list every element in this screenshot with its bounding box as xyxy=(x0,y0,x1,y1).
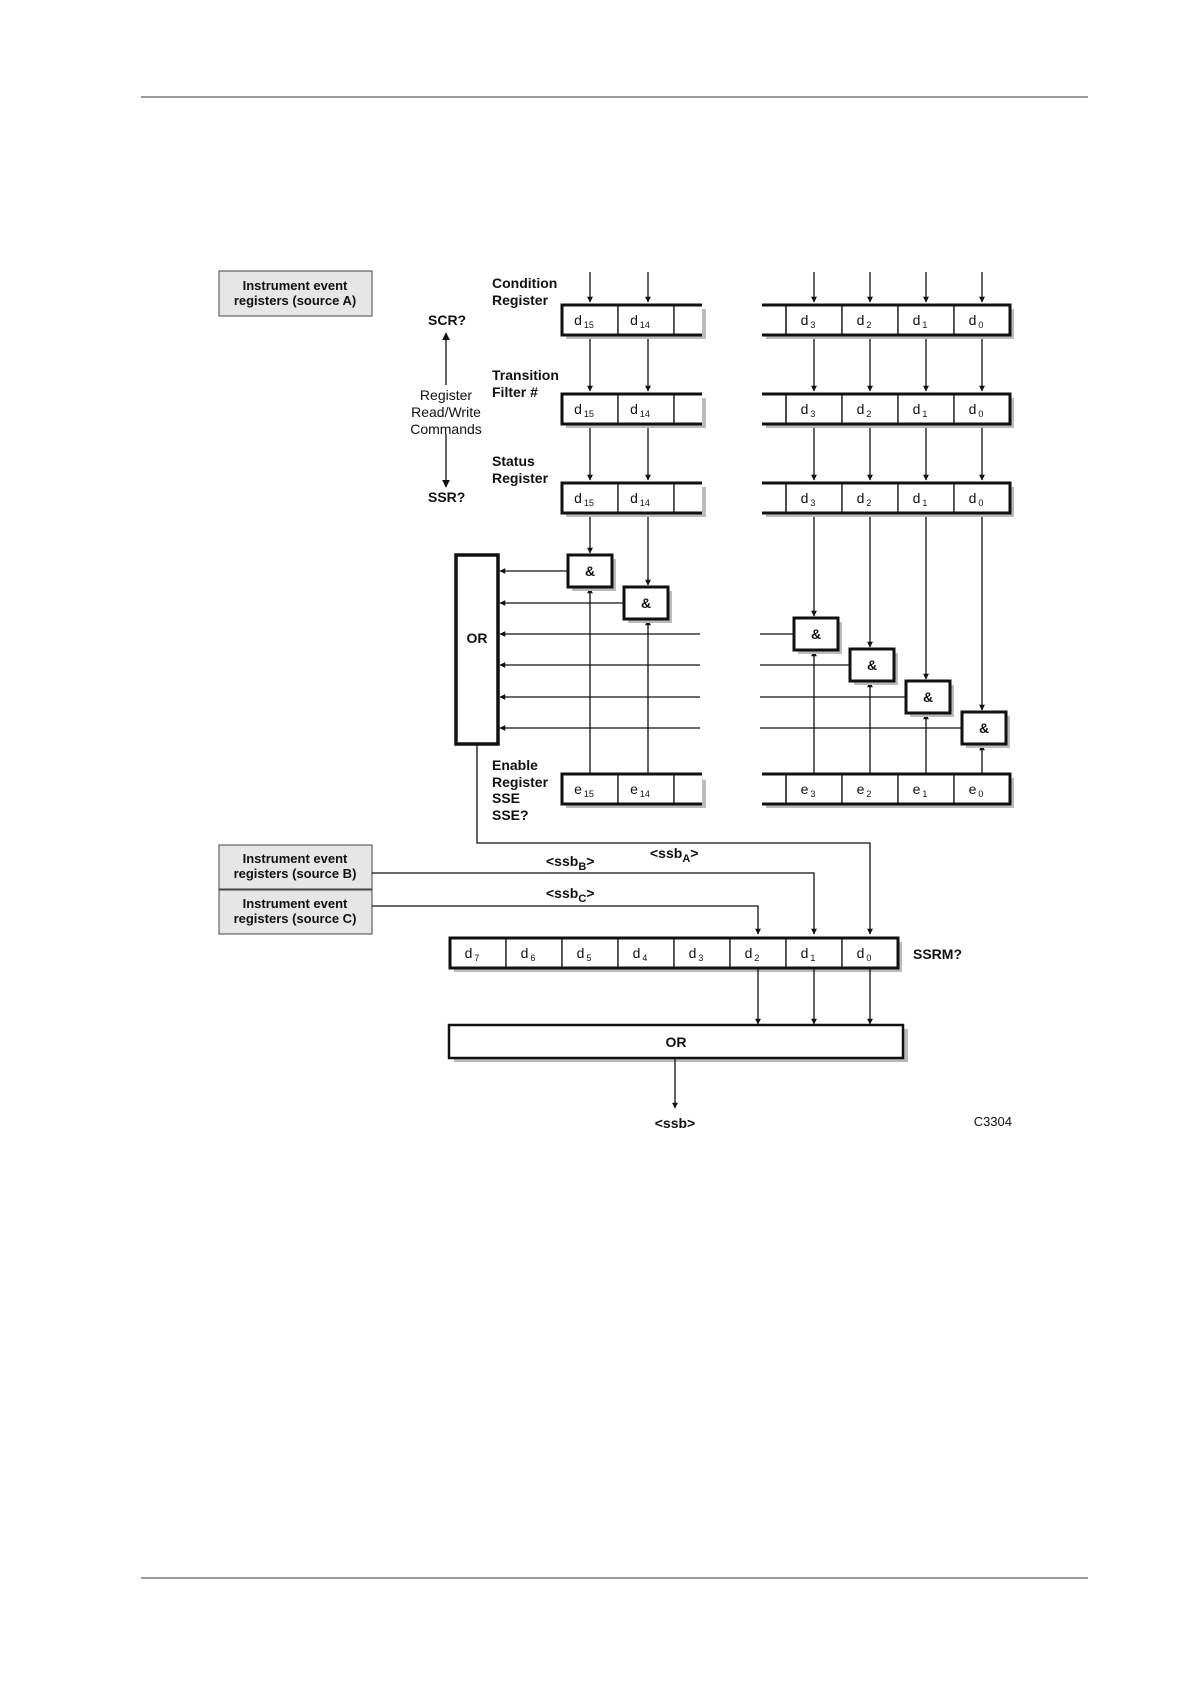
and-gate-0-label: & xyxy=(585,563,595,579)
bit-signal-lines xyxy=(587,272,985,481)
and-gate-2: & xyxy=(792,616,842,654)
source-b-line xyxy=(372,872,817,935)
and-gate-1: & xyxy=(622,585,672,623)
rw-label-3: Commands xyxy=(410,421,482,437)
or-gate-final: OR xyxy=(447,1023,908,1062)
source-b-box: Instrument event registers (source B) xyxy=(218,844,373,890)
source-c-line xyxy=(372,905,761,935)
source-a-box: Instrument event registers (source A) xyxy=(218,270,373,317)
enable-label-2: Register xyxy=(492,774,549,790)
and-gate-2-label: & xyxy=(811,626,821,642)
condition-label-2: Register xyxy=(492,292,549,308)
ssb-b-label: <ssbB> xyxy=(546,853,594,873)
scr-label: SCR? xyxy=(428,312,466,328)
enable-label-1: Enable xyxy=(492,757,538,773)
source-a-line2: registers (source A) xyxy=(234,293,356,308)
ssr-label: SSR? xyxy=(428,489,465,505)
and-gate-3: & xyxy=(848,647,898,685)
or-gate-enable: OR xyxy=(454,553,500,746)
condition-label-1: Condition xyxy=(492,275,557,291)
figure-code: C3304 xyxy=(974,1114,1012,1129)
source-c-line2: registers (source C) xyxy=(234,911,357,926)
ssrm-label: SSRM? xyxy=(913,946,962,962)
rw-label-2: Read/Write xyxy=(411,404,481,420)
and-gate-4-label: & xyxy=(923,689,933,705)
source-b-line2: registers (source B) xyxy=(234,866,357,881)
status-label-1: Status xyxy=(492,453,535,469)
and-gate-5-label: & xyxy=(979,720,989,736)
enable-label-4: SSE? xyxy=(492,807,529,823)
rw-label-1: Register xyxy=(420,387,472,403)
diagram-break xyxy=(703,540,760,780)
and-gates: & & & & & & xyxy=(499,517,1010,780)
ssb-a-label: <ssbA> xyxy=(650,845,698,865)
and-gate-0: & xyxy=(566,553,616,591)
status-label-2: Register xyxy=(492,470,549,486)
transition-label-1: Transition xyxy=(492,367,559,383)
transition-label-2: Filter # xyxy=(492,384,538,400)
and-gate-4: & xyxy=(904,679,954,717)
source-c-line1: Instrument event xyxy=(243,896,348,911)
ssb-c-label: <ssbC> xyxy=(546,885,594,905)
or-gate-enable-label: OR xyxy=(467,630,488,646)
source-c-box: Instrument event registers (source C) xyxy=(218,889,373,935)
or-gate-final-label: OR xyxy=(666,1034,687,1050)
and-gate-1-label: & xyxy=(641,595,651,611)
source-a-line1: Instrument event xyxy=(243,278,348,293)
or-output-line xyxy=(476,744,873,935)
and-gate-5: & xyxy=(960,710,1010,748)
source-b-line1: Instrument event xyxy=(243,851,348,866)
and-gate-3-label: & xyxy=(867,657,877,673)
enable-label-3: SSE xyxy=(492,790,520,806)
ssb-output-label: <ssb> xyxy=(655,1115,695,1131)
